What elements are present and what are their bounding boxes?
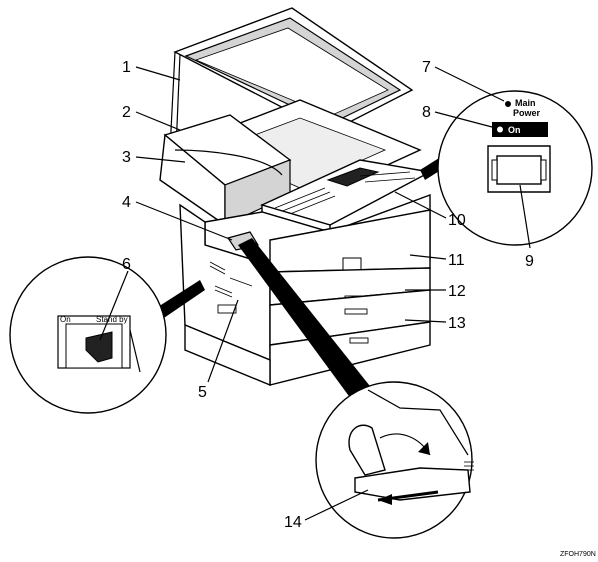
- callout-1: 1: [122, 59, 131, 76]
- callout-5: 5: [198, 384, 207, 401]
- detail-power-switch: On Stand by: [10, 257, 205, 413]
- on-indicator-label: On: [508, 125, 521, 135]
- callout-14: 14: [284, 514, 302, 531]
- main-power-label-line2: Power: [513, 108, 541, 118]
- callout-7: 7: [422, 59, 431, 76]
- callout-13: 13: [448, 315, 466, 332]
- switch-on-label: On: [60, 315, 71, 324]
- copier-illustration: [160, 8, 430, 385]
- figure-code: ZFOH790N: [560, 551, 596, 558]
- callout-2: 2: [122, 104, 131, 121]
- main-power-indicator: [505, 101, 511, 107]
- callout-9: 9: [525, 253, 534, 270]
- callout-12: 12: [448, 283, 466, 300]
- detail-main-power: Main Power On: [420, 91, 592, 245]
- callout-10: 10: [448, 212, 466, 229]
- callout-11: 11: [448, 252, 465, 269]
- callout-6: 6: [122, 256, 131, 273]
- callout-4: 4: [122, 194, 131, 211]
- callout-8: 8: [422, 104, 431, 121]
- main-power-label-line1: Main: [515, 98, 536, 108]
- callout-3: 3: [122, 149, 131, 166]
- switch-standby-label: Stand by: [96, 315, 128, 324]
